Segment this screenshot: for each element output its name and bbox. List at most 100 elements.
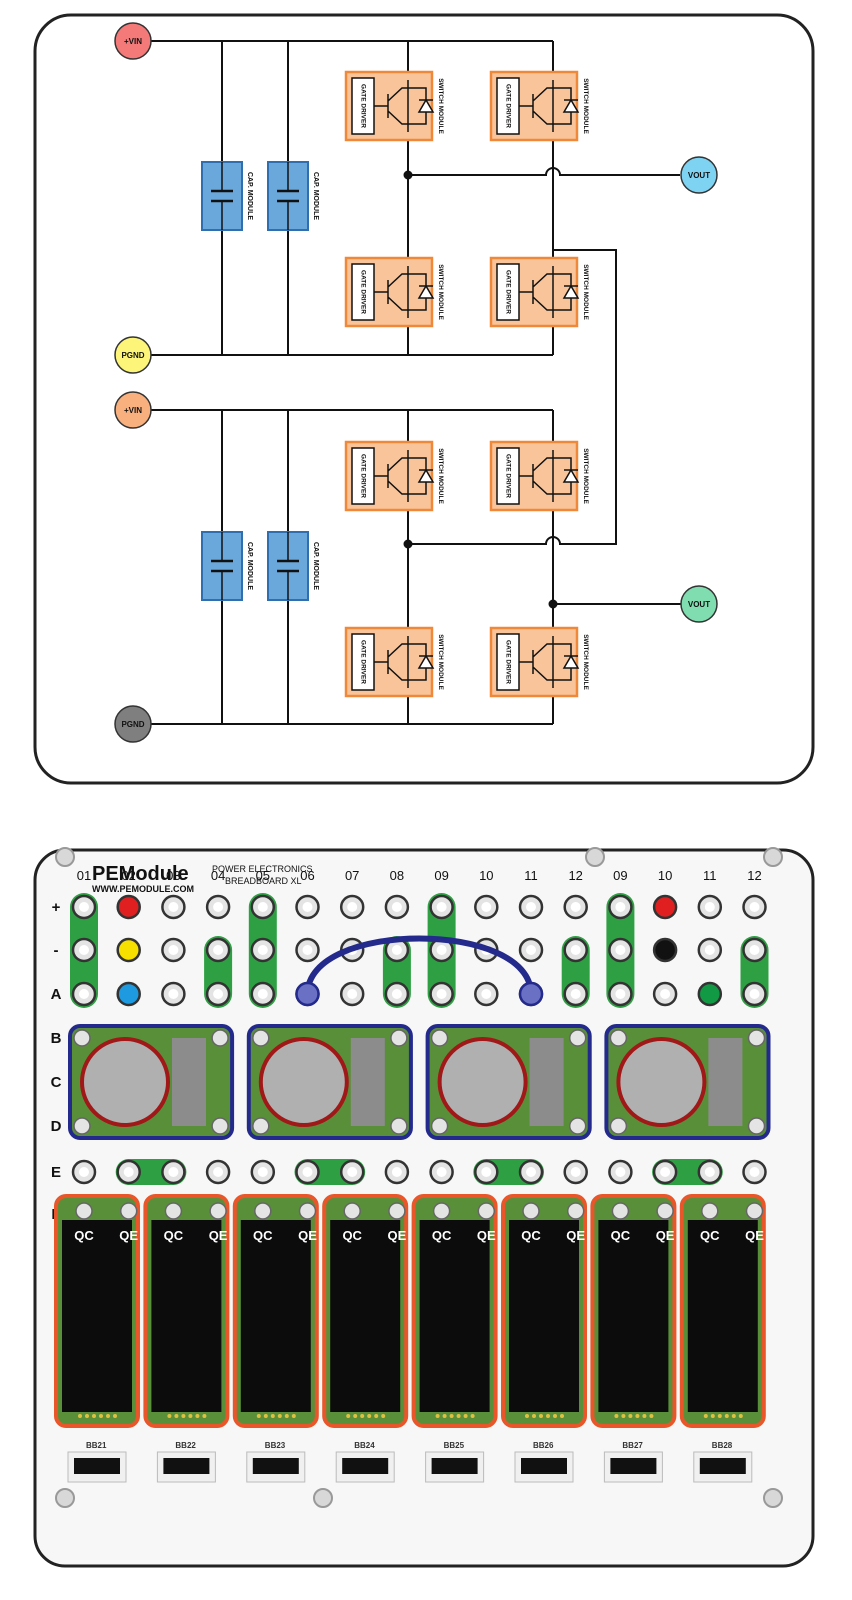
header-pin [353, 1414, 358, 1418]
cap-module-label: CAP. MODULE [246, 172, 253, 220]
switch-board-screw [566, 1202, 585, 1220]
cap-board-screw [252, 1029, 270, 1047]
breadboard-peg [697, 981, 723, 1007]
peg-highlight [257, 945, 268, 955]
peg-highlight [79, 945, 89, 955]
header-pin [553, 1414, 557, 1418]
cap-board-screw [390, 1029, 408, 1047]
header-pin [442, 1414, 447, 1418]
column-header: 03 [166, 868, 180, 883]
header-pin [539, 1414, 543, 1418]
driver-chip [610, 1458, 657, 1474]
qc-tag: QC [432, 1228, 452, 1243]
header-pin [202, 1414, 207, 1418]
header-pin [628, 1414, 633, 1418]
peg-highlight [436, 1167, 447, 1177]
peg-highlight [168, 989, 179, 999]
bb-label: BB28 [712, 1441, 733, 1450]
header-pin [703, 1414, 708, 1418]
bb-label: BB24 [354, 1441, 375, 1450]
bb-label: BB21 [86, 1441, 107, 1450]
cap-module-label: CAP. MODULE [246, 542, 253, 590]
vin-terminal-1-label: +VIN [124, 37, 142, 46]
header-pin [277, 1414, 282, 1418]
column-header: 04 [211, 868, 225, 883]
peg-highlight [436, 945, 447, 955]
gate-driver-label: GATE DRIVER [504, 454, 511, 498]
peg-highlight [704, 1167, 715, 1177]
column-header: 10 [658, 868, 672, 883]
switch-board-heatsink [687, 1220, 758, 1412]
igbt-symbol [374, 450, 427, 502]
bb-label: BB26 [533, 1441, 554, 1450]
peg-highlight [526, 902, 536, 912]
peg-highlight [615, 1167, 626, 1177]
vout-terminal-2 [680, 585, 718, 623]
driver-chip [431, 1458, 478, 1474]
electrolytic-capacitor [437, 1037, 528, 1127]
qe-tag: QE [298, 1228, 317, 1243]
jumper-end-screw [295, 981, 320, 1007]
header-pin [621, 1414, 626, 1418]
qc-tag: QC [700, 1228, 720, 1243]
switch-board-heatsink [509, 1220, 579, 1412]
header-pin [113, 1414, 117, 1418]
junction-dot [548, 599, 558, 609]
diode-symbol [562, 284, 580, 299]
peg-highlight [213, 902, 224, 912]
mounting-hole [55, 847, 75, 867]
header-pin [92, 1414, 96, 1418]
pgnd-terminal-1 [114, 336, 152, 374]
peg-highlight [168, 945, 179, 955]
header-pin [381, 1414, 386, 1418]
qe-tag: QE [209, 1228, 228, 1243]
header-pin [181, 1414, 186, 1418]
mounting-hole [585, 847, 605, 867]
igbt-symbol [374, 636, 427, 688]
brand-logo: PEModule [92, 863, 189, 885]
driver-chip [521, 1458, 567, 1474]
qe-tag: QE [745, 1228, 764, 1243]
pgnd-terminal-1-label: PGND [121, 351, 144, 360]
cap-module: CAP. MODULE [267, 161, 319, 231]
peg-highlight [257, 902, 268, 912]
breadboard-peg [116, 937, 141, 963]
pgnd-terminal-2-label: PGND [121, 720, 144, 729]
switch-module-label: SWITCH MODULE [437, 78, 444, 134]
header-pin [346, 1414, 351, 1418]
qc-tag: QC [74, 1228, 94, 1243]
row-label: + [52, 899, 61, 916]
header-pin [360, 1414, 365, 1418]
qe-tag: QE [566, 1228, 585, 1243]
peg-highlight [257, 1167, 268, 1177]
peg-highlight [213, 1167, 224, 1177]
gate-driver-label: GATE DRIVER [359, 640, 366, 684]
peg-highlight [749, 989, 760, 999]
column-header: 05 [256, 868, 270, 883]
cap-board-connector [172, 1038, 206, 1126]
vout-terminal-2-label: VOUT [688, 600, 710, 609]
peg-highlight [749, 1167, 760, 1177]
gate-driver-label: GATE DRIVER [504, 270, 511, 314]
qc-tag: QC [521, 1228, 541, 1243]
cap-module: CAP. MODULE [201, 161, 253, 231]
column-header: 10 [479, 868, 493, 883]
switch-board-heatsink [240, 1220, 311, 1412]
peg-highlight [615, 989, 626, 999]
vin-terminal-2 [114, 391, 152, 429]
header-pin [614, 1414, 619, 1418]
peg-highlight [391, 989, 402, 999]
switch-module-label: SWITCH MODULE [437, 264, 444, 320]
header-pin [456, 1414, 461, 1418]
switch-board-screw [209, 1202, 227, 1220]
switch-board-heatsink [62, 1220, 132, 1412]
switch-module-label: SWITCH MODULE [437, 448, 444, 504]
peg-highlight [391, 902, 402, 912]
row-label: B [51, 1030, 62, 1047]
